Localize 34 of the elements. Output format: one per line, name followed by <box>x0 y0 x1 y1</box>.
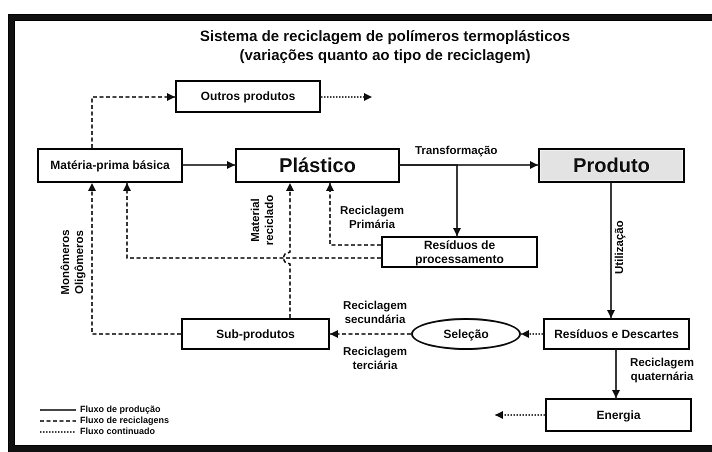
legend-label: Fluxo continuado <box>80 426 155 436</box>
selection-ellipse: Seleção <box>411 318 521 350</box>
recycling-note: Reciclagem terciária <box>342 346 408 374</box>
arrow <box>607 183 615 318</box>
process-box: Resíduos e Descartes <box>543 318 690 350</box>
edge-label: Material reciclado <box>250 194 277 248</box>
edge-label: Reciclagem Primária <box>339 205 405 233</box>
edge-label: Monômeros Oligômeros <box>60 228 87 297</box>
legend-label: Fluxo de reciclagens <box>80 415 170 425</box>
arrow <box>321 93 372 101</box>
process-box: Sub-produtos <box>181 318 330 350</box>
arrow <box>123 183 381 259</box>
edge-label: Reciclagem quaternária <box>629 357 695 385</box>
process-box: Matéria-prima básica <box>37 148 183 183</box>
edge-label: Transformação <box>415 145 498 159</box>
process-box: Plástico <box>235 148 400 183</box>
arrow <box>495 411 545 419</box>
process-box: Energia <box>545 398 692 432</box>
arrow <box>88 183 181 335</box>
arrow <box>326 183 381 246</box>
arrow <box>282 183 294 318</box>
process-box: Resíduos de processamento <box>381 236 538 268</box>
diagram-title: Sistema de reciclagem de polímeros termoplásticos (variações quanto ao tipo de reciclagem) <box>198 28 572 66</box>
arrow <box>400 164 461 236</box>
arrow <box>612 350 620 398</box>
arrow <box>183 161 235 169</box>
edge-label: Reciclagem secundária <box>342 300 408 328</box>
legend-label: Fluxo de produção <box>80 404 161 414</box>
product-box: Produto <box>538 148 685 183</box>
process-box: Outros produtos <box>175 80 321 113</box>
arrow <box>330 330 411 338</box>
edge-label: Utilização <box>615 220 626 274</box>
arrow <box>91 93 175 148</box>
arrow <box>521 330 543 338</box>
